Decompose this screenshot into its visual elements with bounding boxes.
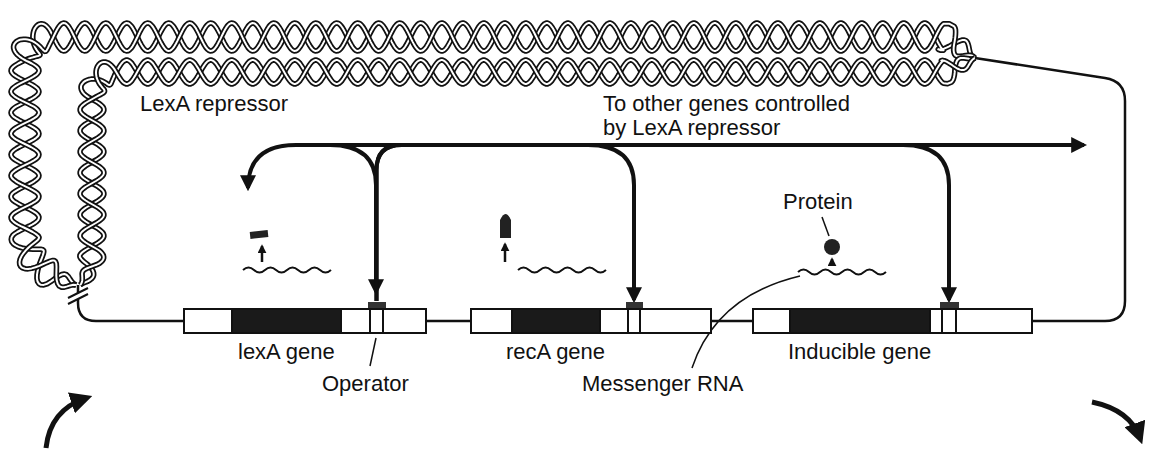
dna-line: [78, 285, 183, 321]
protein-dot: [824, 239, 840, 255]
gene-label: Inducible gene: [788, 340, 931, 364]
gene-label: recA gene: [506, 340, 605, 364]
cycle-arrow: [1092, 402, 1140, 438]
repressor-arrow: [377, 145, 635, 301]
gene-box: [470, 308, 712, 334]
double-helix: [11, 23, 975, 287]
helix-strand: [80, 58, 975, 285]
translation-arrow: [504, 244, 507, 262]
break-gap: [68, 288, 88, 304]
lexa-protein: [250, 230, 269, 239]
gene-box: [183, 308, 427, 334]
protein-label: LexA repressor: [140, 92, 288, 116]
repressor-arrow: [377, 145, 950, 301]
leader-line: [822, 217, 829, 236]
helix-strand-core: [11, 23, 975, 287]
target-note: To other genes controlled by LexA repres…: [603, 92, 868, 140]
helix-strand: [11, 23, 975, 285]
break-mark: [68, 288, 88, 304]
part-label: Messenger RNA: [582, 372, 743, 396]
helix-strand-core: [80, 58, 975, 285]
mrna-wave: [518, 268, 606, 273]
helix-strand: [80, 58, 975, 285]
gene: Inducible gene: [752, 308, 1033, 334]
gene: recA gene: [470, 308, 712, 334]
leader-line: [370, 338, 376, 366]
dna-line: [975, 58, 1125, 321]
cycle-arrow: [46, 398, 86, 448]
protein-label: Protein: [783, 190, 853, 214]
mrna-wave: [798, 270, 886, 275]
reca-protein: [500, 214, 511, 238]
gene-label: lexA gene: [238, 340, 335, 364]
translation-arrow: [261, 246, 264, 262]
helix-strand-core: [80, 58, 975, 285]
repressor-arrow: [330, 145, 376, 292]
gene: lexA gene: [183, 308, 427, 334]
mrna-wave: [243, 268, 331, 273]
gene-box: [752, 308, 1033, 334]
helix-strand-core: [11, 23, 975, 285]
helix-strand: [11, 23, 975, 287]
part-label: Operator: [322, 372, 409, 396]
translation-arrow: [831, 259, 834, 265]
